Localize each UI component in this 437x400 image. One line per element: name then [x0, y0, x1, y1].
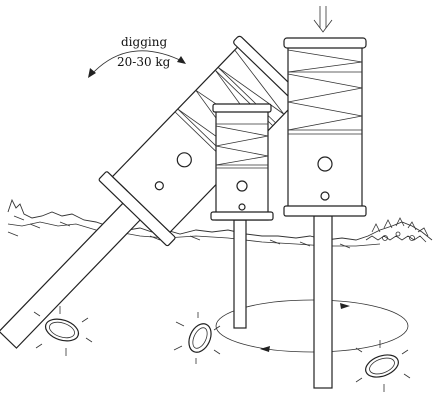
push-down-arrow-icon [313, 6, 333, 33]
digging-rotation-arrow-icon [88, 50, 186, 78]
sample-ring-icon [33, 306, 93, 356]
pushed-soil-sampler [283, 37, 367, 389]
rotation-path [215, 299, 409, 353]
sample-ring-icon [173, 312, 221, 364]
sample-ring-icon [355, 340, 411, 392]
digging-label: digging [121, 35, 167, 49]
middle-soil-sampler [210, 103, 274, 329]
ground-surface [7, 198, 433, 249]
force-label: 20-30 kg [117, 55, 171, 69]
